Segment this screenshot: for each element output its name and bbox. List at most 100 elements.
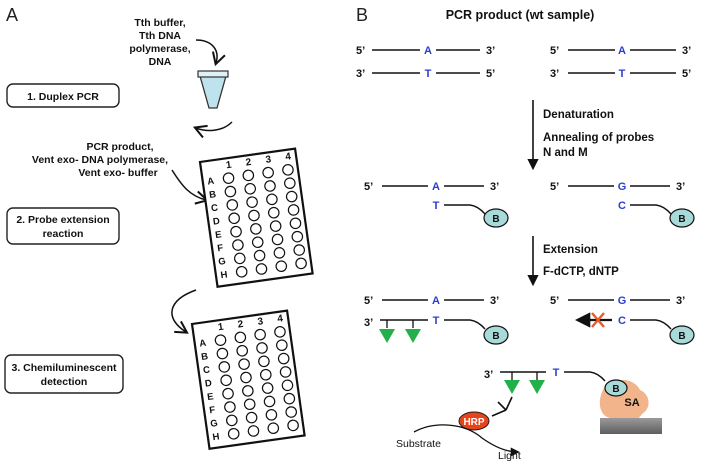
plate-well: [234, 252, 246, 265]
panel-a: A Tth buffer, Tth DNA polymerase, DNA PC…: [4, 5, 314, 451]
plate-well: [230, 225, 242, 238]
reagent-line: polymerase,: [129, 43, 190, 55]
annealed-probe-n: 5’ A 3’ T B: [364, 181, 509, 228]
five-prime-label: 5’: [550, 181, 559, 193]
base-label: T: [433, 200, 440, 212]
five-prime-label: 5’: [364, 181, 373, 193]
step-label: 1. Duplex PCR: [27, 91, 99, 103]
duplex-right: 5’ A 3’ 3’ T 5’: [550, 45, 691, 80]
plate-well: [287, 204, 300, 216]
five-prime-label: 5’: [550, 295, 559, 307]
base-label: G: [618, 181, 627, 193]
plate-well: [293, 244, 306, 256]
base-label: G: [618, 295, 627, 307]
plate-well: [295, 257, 307, 270]
fluorescein-icon: [504, 380, 520, 394]
five-prime-label: 5’: [486, 68, 495, 80]
reagent-line: Vent exo- DNA polymerase,: [32, 154, 168, 166]
step-label: 2. Probe extension: [16, 214, 109, 226]
plate-well: [248, 209, 260, 222]
plate-row-label: B: [201, 351, 209, 363]
curved-arrow-icon: [171, 169, 210, 205]
plate-well: [274, 326, 286, 338]
biotin-icon: [483, 325, 509, 345]
step-label: 3. Chemiluminescent: [11, 362, 117, 374]
plate-well: [277, 352, 290, 365]
plate-well: [287, 419, 299, 432]
three-prime-label: 3’: [490, 295, 499, 307]
curved-arrow-icon: [195, 39, 226, 67]
plate-well: [227, 427, 240, 440]
plate-column-label: 4: [277, 313, 284, 325]
plate-well: [238, 358, 250, 370]
three-prime-label: 3’: [550, 68, 559, 80]
three-prime-label: 3’: [490, 181, 499, 193]
plate-column-label: 2: [245, 157, 252, 169]
plate-well: [263, 395, 276, 408]
base-label: T: [425, 68, 432, 80]
plate-row-label: F: [209, 405, 216, 417]
three-prime-label: 3’: [356, 68, 365, 80]
plate-row-label: B: [209, 189, 217, 201]
reagent-line: DNA: [149, 56, 172, 68]
plate-row-label: F: [217, 243, 224, 255]
antibody-icon: [491, 396, 513, 417]
step-nucleotides-label: F-dCTP, dNTP: [543, 266, 619, 278]
step-denaturation-label: Denaturation: [543, 109, 614, 121]
plate-well: [269, 220, 282, 232]
plate-well: [285, 190, 298, 203]
five-prime-label: 5’: [364, 295, 373, 307]
plate-well: [284, 177, 296, 190]
plate-well: [282, 164, 294, 176]
plate-well: [236, 344, 249, 357]
step-box-2: 2. Probe extension reaction: [6, 207, 120, 245]
reaction-arrow-icon: [413, 424, 520, 457]
three-prime-label: 3’: [364, 317, 373, 329]
plate-well: [245, 411, 258, 424]
reagent-line: Vent exo- buffer: [78, 167, 157, 179]
panel-b-title: PCR product (wt sample): [446, 8, 595, 22]
annealed-probe-m: 5’ G 3’ C B: [550, 181, 695, 228]
pcr-tube-icon: [197, 70, 229, 109]
plate-well: [266, 193, 278, 206]
plate-well: [222, 387, 234, 400]
plate-well: [232, 239, 244, 251]
biotin-icon: [669, 325, 695, 345]
plate-well: [273, 247, 286, 259]
biotin-label: B: [678, 331, 685, 342]
base-label: A: [424, 45, 432, 57]
fluorescein-icon: [405, 329, 421, 343]
plate-well: [240, 371, 252, 384]
plate-well: [279, 366, 292, 378]
reagent-line: PCR product,: [86, 141, 153, 153]
biotin-label: B: [492, 331, 499, 342]
plate-row-label: E: [214, 229, 222, 241]
plate-well: [226, 414, 238, 427]
plate-row-label: G: [210, 418, 219, 430]
plate-well: [267, 422, 280, 435]
plate-well: [243, 398, 256, 411]
plate-well: [216, 347, 229, 360]
plate-well: [255, 263, 268, 275]
plate-row-label: A: [207, 176, 215, 188]
panel-a-letter: A: [6, 5, 18, 25]
plate-well: [283, 392, 296, 405]
plate-well: [275, 260, 288, 273]
step-annealing-label: Annealing of probes: [543, 132, 654, 144]
plate-well: [244, 182, 257, 195]
plate-well: [253, 249, 266, 262]
step-label: detection: [41, 376, 88, 388]
three-prime-label: 3’: [676, 181, 685, 193]
plate-row-label: E: [206, 391, 214, 403]
biotin-icon: [669, 208, 695, 228]
fluorescein-icon: [529, 380, 545, 394]
plate-well: [271, 233, 284, 246]
curved-arrow-icon: [171, 289, 197, 334]
base-label: T: [433, 315, 440, 327]
biotin-icon: [483, 208, 509, 228]
detection-complex: 3’ T SA B HRP Substrate Light: [396, 367, 662, 462]
five-prime-label: 5’: [356, 45, 365, 57]
base-label: T: [553, 367, 560, 379]
plate-well: [291, 230, 304, 243]
